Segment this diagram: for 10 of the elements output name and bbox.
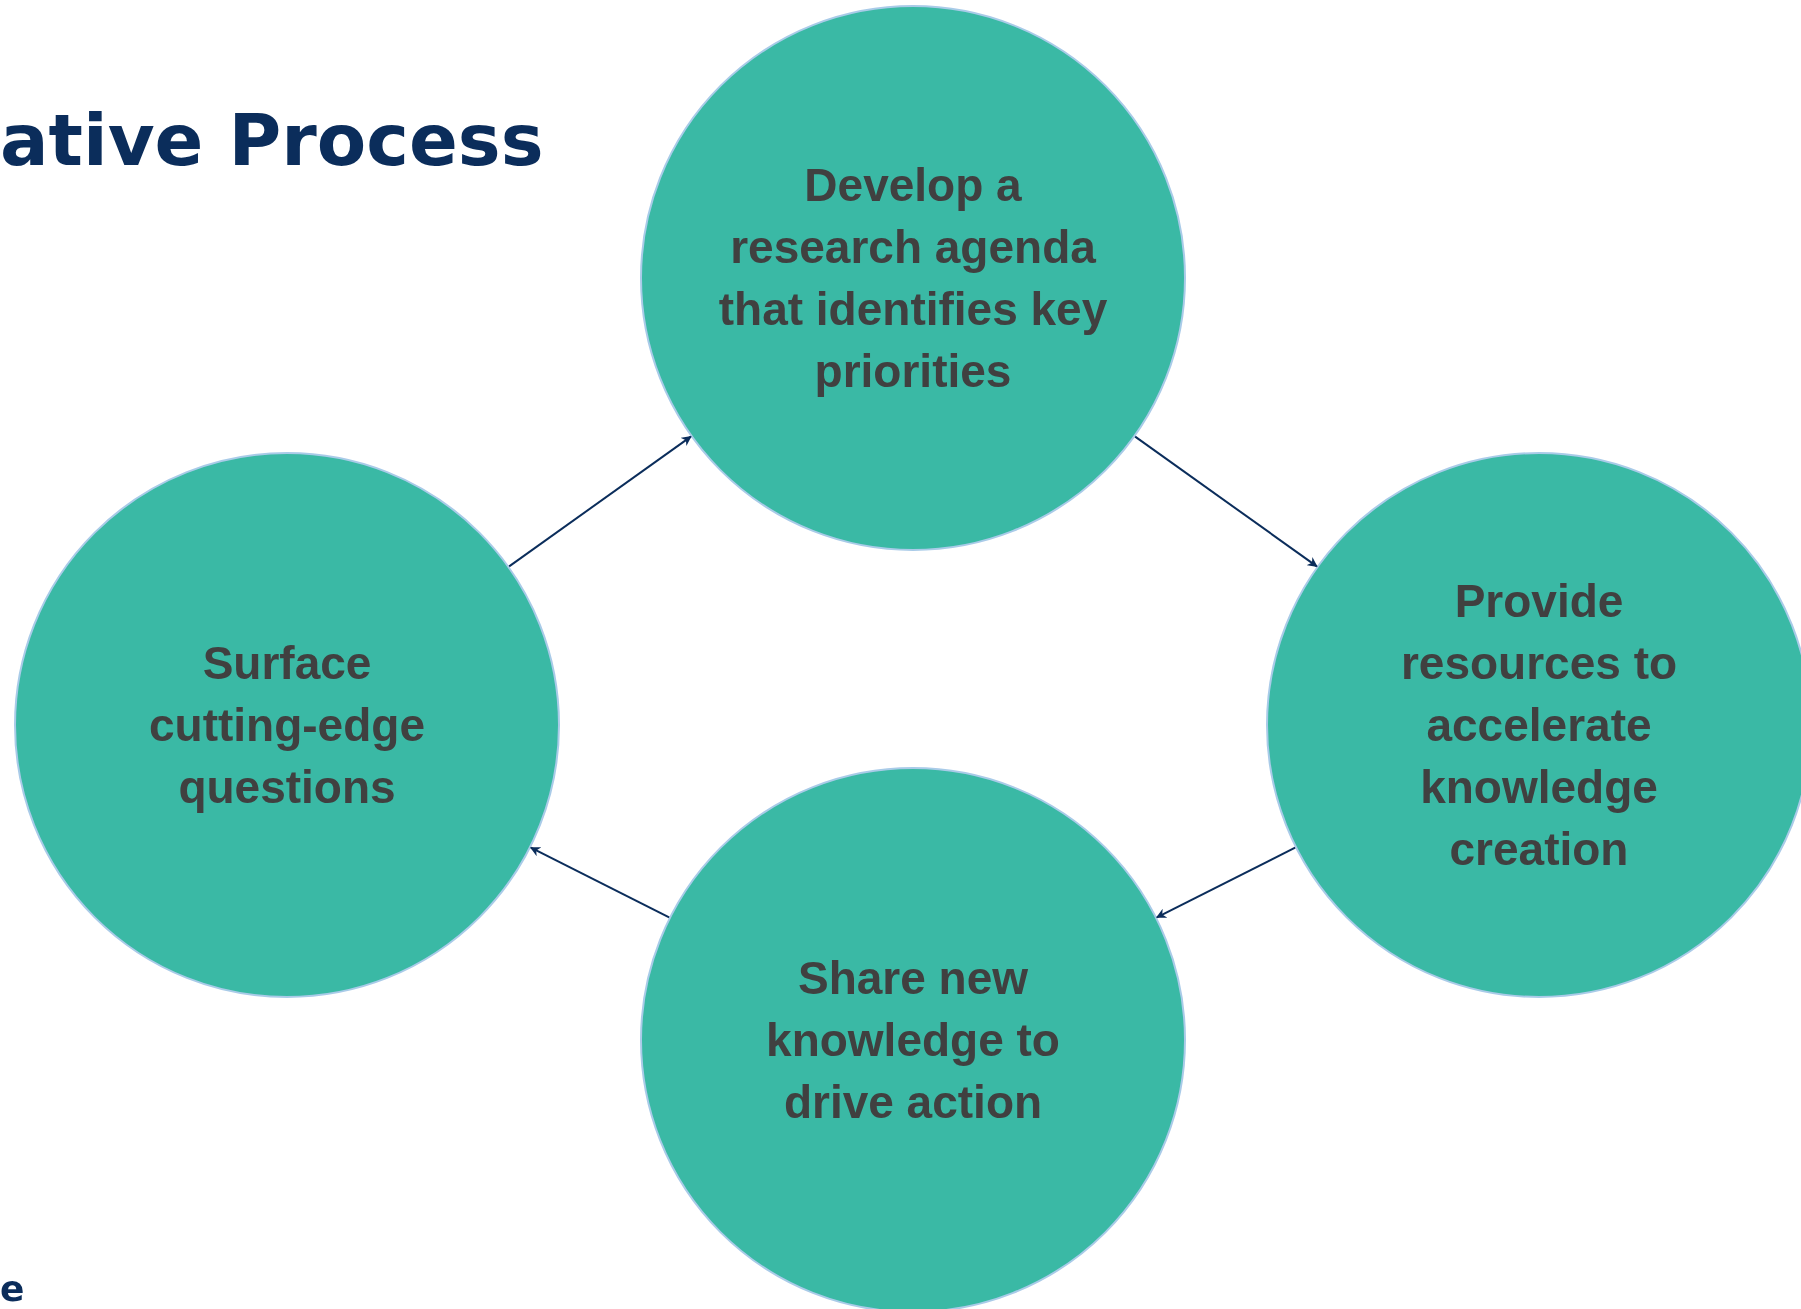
arrow: [529, 846, 671, 919]
diagram-title: ative Process: [0, 98, 544, 182]
step-text: Provide resources to accelerate knowledge creation: [1399, 574, 1679, 877]
arrow: [1155, 846, 1297, 919]
step-text: Develop a research agenda that identifies key priorities: [718, 158, 1108, 399]
text-fragment: e: [0, 1268, 25, 1309]
step-text: Surface cutting-edge questions: [148, 636, 426, 815]
arrow: [508, 435, 692, 568]
arrow: [1134, 435, 1318, 568]
step-text: Share new knowledge to drive action: [765, 951, 1061, 1130]
